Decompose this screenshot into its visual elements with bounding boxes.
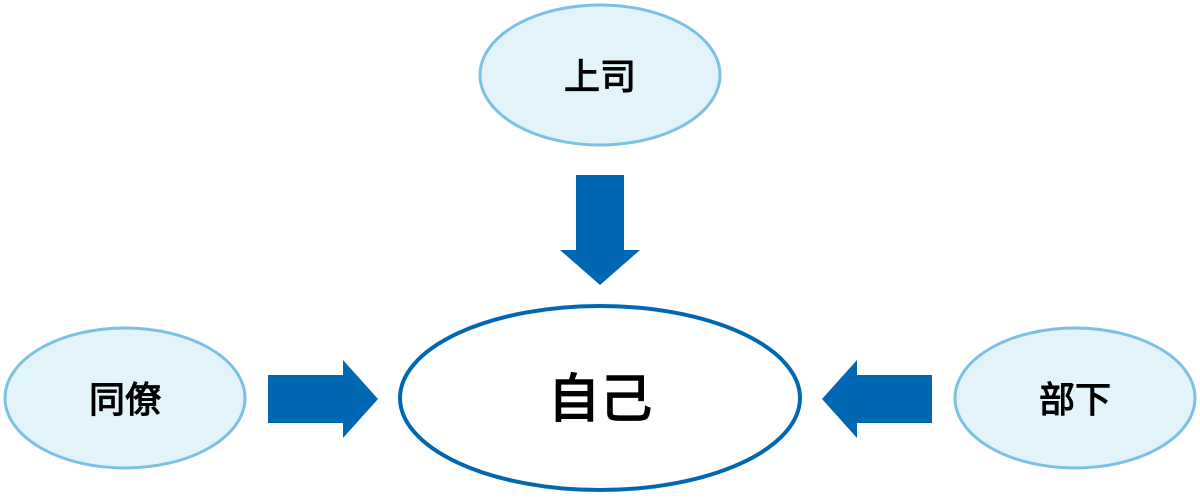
node-subordinate-ellipse <box>953 326 1197 470</box>
arrow-colleague-to-self <box>268 360 378 438</box>
node-subordinate-label: 部下 <box>1039 380 1111 421</box>
node-subordinate: 部下 <box>953 326 1197 470</box>
node-colleague-label: 同僚 <box>89 380 162 421</box>
node-superior-label: 上司 <box>564 57 636 98</box>
node-self: 自己 <box>398 304 802 492</box>
node-superior-ellipse <box>478 3 722 147</box>
arrow-superior-to-self <box>560 175 640 285</box>
node-self-ellipse <box>398 304 802 492</box>
node-superior: 上司 <box>478 3 722 147</box>
node-self-label: 自己 <box>548 370 652 430</box>
arrow-subordinate-to-self <box>822 360 932 438</box>
node-colleague: 同僚 <box>3 326 247 470</box>
node-colleague-ellipse <box>3 326 247 470</box>
